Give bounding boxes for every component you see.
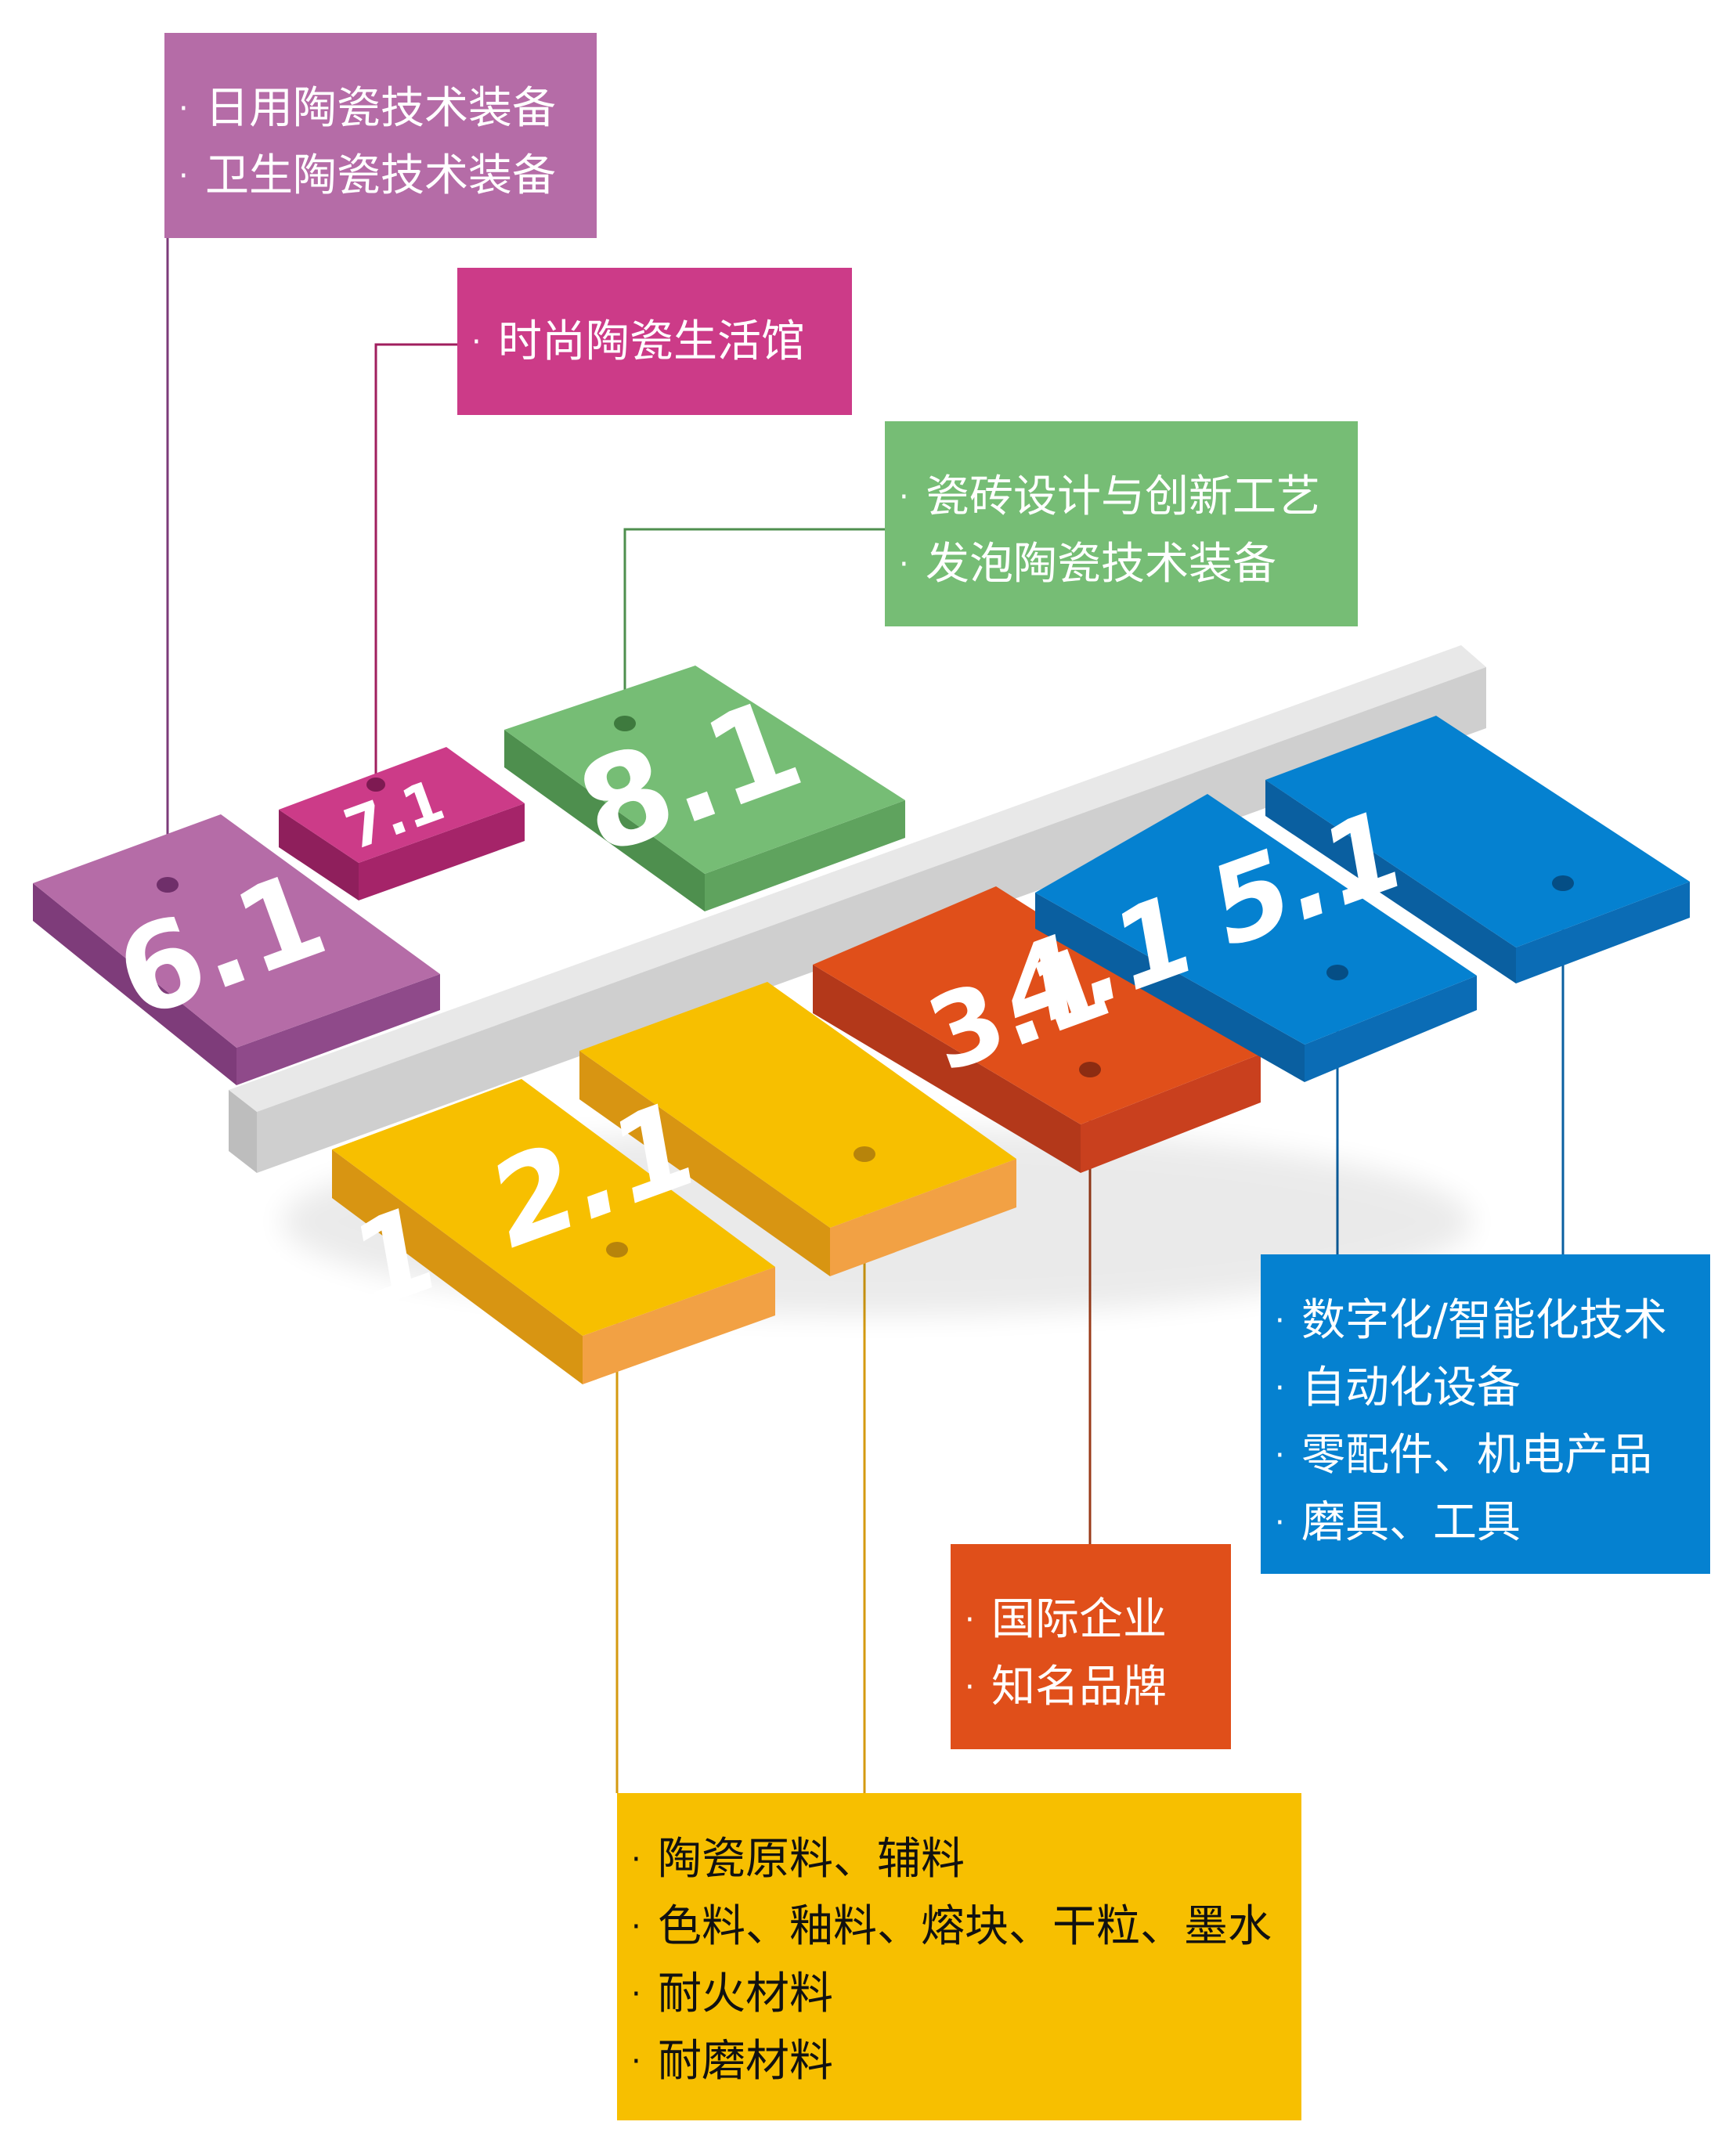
- hall-7-1-front: [359, 803, 525, 900]
- hall-6-1: 6.1: [33, 814, 440, 1085]
- hall-1-1-side: [332, 1149, 583, 1384]
- hall-4-1-side: [1035, 893, 1305, 1082]
- hall-7-1-top: [279, 747, 525, 863]
- label-box-hall-7-1: ·时尚陶瓷生活馆: [457, 268, 852, 415]
- hall-1-1-pin: [606, 1242, 628, 1258]
- hall-3-1-top: [813, 886, 1261, 1124]
- hall-3-1-pin: [1079, 1062, 1101, 1077]
- label-box-hall-1-2: ·陶瓷原料、辅料 ·色料、釉料、熔块、干粒、墨水 ·耐火材料 ·耐磨材料: [617, 1793, 1301, 2120]
- walkway-front: [229, 1090, 257, 1173]
- leader-line-7-1: [374, 343, 457, 785]
- list-item: ·耐火材料: [631, 1968, 833, 2019]
- hall-7-1-pin: [366, 778, 385, 792]
- hall-5-1-pin: [1552, 875, 1574, 891]
- walkway-side: [257, 667, 1486, 1173]
- hall-5-1-side: [1265, 780, 1516, 983]
- hall-3-1-front: [1081, 1054, 1261, 1173]
- list-item: ·自动化设备: [1275, 1362, 1521, 1413]
- hall-6-1-pin: [157, 877, 179, 893]
- list-item: ·知名品牌: [965, 1662, 1167, 1712]
- hall-7-1: 7.1: [279, 747, 525, 900]
- list-item: ·日用陶瓷技术装备: [179, 83, 556, 134]
- list-item: ·卫生陶瓷技术装备: [179, 150, 556, 201]
- hall-1-1-front: [583, 1267, 775, 1384]
- hall-8-1-side: [504, 730, 705, 911]
- hall-8-1-top: [504, 666, 905, 874]
- leader-line-8-1: [623, 528, 885, 723]
- list-item: ·发泡陶瓷技术装备: [899, 539, 1276, 590]
- hall-4-1-top: [1035, 794, 1477, 1045]
- hall-6-1-side: [33, 883, 236, 1085]
- hall-2-1-top: [579, 982, 1016, 1228]
- hall-3-1: 3.1: [813, 886, 1261, 1173]
- hall-3-1-side: [813, 965, 1081, 1173]
- list-item: ·时尚陶瓷生活馆: [471, 316, 805, 367]
- hall-8-1-front: [705, 800, 905, 911]
- hall-1-1-top: [332, 1079, 775, 1336]
- hall-5-1-top: [1265, 716, 1690, 947]
- list-item: ·瓷砖设计与创新工艺: [899, 471, 1320, 522]
- list-item: ·磨具、工具: [1275, 1497, 1521, 1548]
- hall-8-1: 8.1: [504, 666, 905, 911]
- hall-4-1-pin: [1326, 965, 1348, 980]
- label-box-hall-4-5: ·数字化/智能化技术 ·自动化设备 ·零配件、机电产品 ·磨具、工具: [1261, 1254, 1710, 1574]
- hall-2-1-front: [830, 1159, 1016, 1276]
- list-item: ·色料、釉料、熔块、干粒、墨水: [631, 1901, 1272, 1952]
- list-item: ·数字化/智能化技术: [1275, 1295, 1667, 1346]
- central-walkway: [229, 645, 1486, 1173]
- hall-2-1: 2.1: [484, 982, 1016, 1279]
- hall-8-1-pin: [614, 716, 636, 731]
- list-item: ·陶瓷原料、辅料: [631, 1834, 965, 1885]
- walkway-top: [229, 645, 1486, 1112]
- hall-4-1-front: [1305, 976, 1477, 1082]
- list-item: ·耐磨材料: [631, 2036, 833, 2087]
- label-box-hall-8-1: ·瓷砖设计与创新工艺 ·发泡陶瓷技术装备: [885, 421, 1358, 626]
- hall-7-1-side: [279, 810, 359, 900]
- hall-5-1-front: [1516, 882, 1690, 983]
- list-item: ·国际企业: [965, 1594, 1167, 1645]
- label-box-hall-6-1: ·日用陶瓷技术装备 ·卫生陶瓷技术装备: [164, 33, 597, 238]
- hall-2-1-pin: [854, 1146, 875, 1162]
- hall-6-1-front: [236, 974, 440, 1085]
- list-item: ·零配件、机电产品: [1275, 1430, 1652, 1481]
- hall-6-1-top: [33, 814, 440, 1048]
- hall-1-1-number: 1.1: [225, 1176, 444, 1384]
- label-box-hall-3-1: ·国际企业 ·知名品牌: [951, 1544, 1231, 1749]
- hall-2-1-side: [579, 1051, 830, 1276]
